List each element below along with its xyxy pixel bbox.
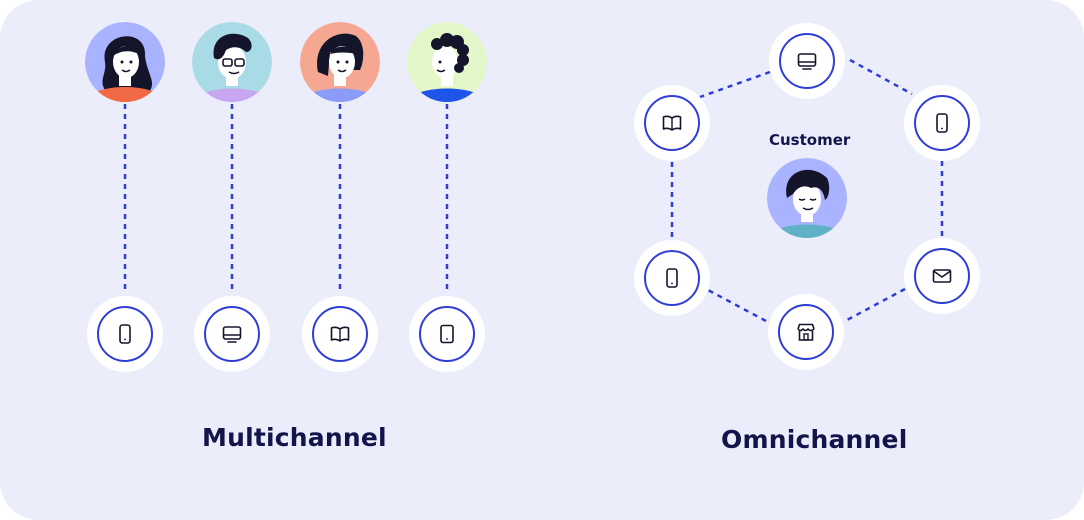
book-icon bbox=[330, 326, 350, 342]
omni-node-smartphone-2 bbox=[634, 240, 710, 316]
smartphone-icon bbox=[666, 268, 678, 288]
omni-node-smartphone bbox=[904, 85, 980, 161]
smartphone-icon bbox=[119, 324, 131, 344]
avatar-woman-bob bbox=[300, 22, 380, 102]
channel-node-monitor bbox=[194, 296, 270, 372]
connector-lines bbox=[123, 58, 944, 323]
smartphone-icon bbox=[936, 113, 948, 133]
omni-node-mail bbox=[904, 238, 980, 314]
customer-label: Customer bbox=[769, 131, 851, 149]
omni-node-store bbox=[768, 294, 844, 370]
monitor-icon bbox=[222, 326, 242, 343]
channel-node-book bbox=[302, 296, 378, 372]
tablet-icon bbox=[440, 324, 454, 344]
avatar-customer bbox=[767, 158, 847, 238]
avatar-man-glasses bbox=[192, 22, 272, 102]
mail-icon bbox=[932, 269, 952, 283]
connector-line bbox=[849, 58, 913, 96]
omnichannel-title: Omnichannel bbox=[721, 425, 908, 454]
connector-line bbox=[846, 287, 906, 322]
multichannel-title: Multichannel bbox=[202, 423, 387, 452]
omni-node-monitor bbox=[769, 23, 845, 99]
monitor-icon bbox=[797, 53, 817, 70]
book-icon bbox=[662, 115, 682, 131]
avatar-man-curly bbox=[407, 22, 487, 102]
omni-node-book bbox=[634, 85, 710, 161]
channel-node-tablet bbox=[409, 296, 485, 372]
channel-node-smartphone bbox=[87, 296, 163, 372]
store-icon bbox=[797, 323, 815, 341]
connector-line bbox=[699, 70, 771, 99]
avatar-woman-long-hair bbox=[85, 22, 165, 102]
connector-line bbox=[707, 288, 767, 323]
